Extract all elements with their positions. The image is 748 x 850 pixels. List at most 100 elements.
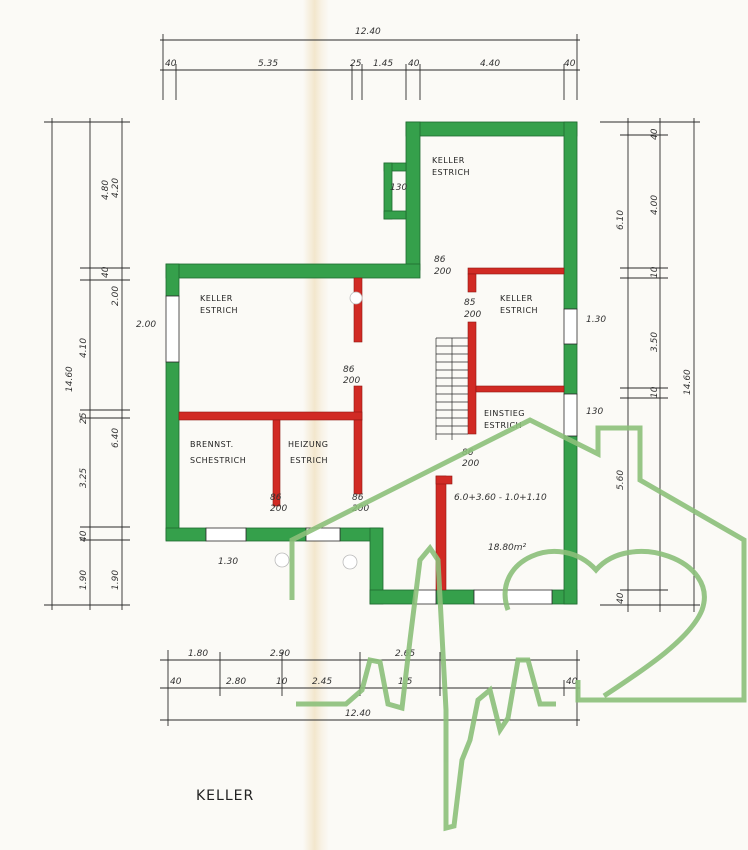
dim-right-b7: 5.60	[616, 470, 626, 490]
room-1-line1: KELLER	[432, 156, 465, 165]
interior-walls	[178, 267, 565, 591]
dim-left-a4: 2.00	[111, 286, 121, 306]
room-4-line2: SCHESTRICH	[190, 456, 246, 465]
paper-fold	[303, 0, 329, 850]
wall-north-main	[165, 263, 421, 279]
dim-bottom-r2a: 40	[170, 677, 182, 687]
wall-west-b	[165, 361, 180, 541]
plan-title: KELLER	[196, 788, 255, 804]
wall-niche-bottom	[383, 210, 407, 220]
wall-int-h4	[435, 475, 453, 485]
wall-int-v4a	[467, 273, 477, 293]
room-5-line1: HEIZUNG	[288, 440, 328, 449]
wall-int-h1	[178, 411, 363, 421]
door-5-height: 200	[352, 504, 369, 514]
dim-top-1: 40	[165, 59, 177, 69]
door-2-width: 86	[343, 365, 355, 375]
dim-top-7: 40	[564, 59, 576, 69]
dim-top-2: 5.35	[258, 59, 278, 69]
window-2-label: 130	[390, 183, 407, 193]
wall-int-v2	[272, 419, 281, 507]
wall-int-h3	[475, 385, 565, 393]
room-6-line1: EINSTIEG	[484, 409, 525, 418]
door-4-height: 200	[464, 310, 481, 320]
wall-int-h2	[467, 267, 565, 275]
left-dimension-lines	[44, 118, 130, 610]
window-3-label: 1.30	[586, 315, 606, 325]
dim-bottom-r1a: 1.80	[188, 649, 208, 659]
top-dimension-lines	[160, 34, 580, 100]
room-5-line2: ESTRICH	[290, 456, 328, 465]
dim-right-b5: 3.50	[650, 332, 660, 352]
dim-left-a9: 40	[79, 530, 89, 542]
dim-left-a8: 3.25	[79, 468, 89, 488]
dim-bottom-total: 12.40	[345, 709, 371, 719]
door-1-height: 200	[434, 267, 451, 277]
room-2-line1: KELLER	[200, 294, 233, 303]
dim-left-a10: 1.90	[79, 570, 89, 590]
right-dimension-lines	[600, 118, 700, 612]
markers	[274, 291, 363, 570]
dim-right-b2: 6.10	[616, 210, 626, 230]
dim-left-a3: 40	[101, 266, 111, 278]
door-annotations: 86 200 86 200 86 200 85 200 86 200 86 20…	[136, 183, 606, 567]
door-3-width: 86	[270, 493, 282, 503]
wall-east-lower	[563, 435, 578, 605]
dim-bottom-r2d: 2.45	[312, 677, 332, 687]
dim-right-total: 14.60	[683, 369, 693, 395]
wall-west-a	[165, 263, 180, 297]
window-5-label: 1.30	[218, 557, 238, 567]
dim-right-b1: 40	[650, 128, 660, 140]
door-6-height: 200	[462, 459, 479, 469]
wall-stair-pocket-bottom	[369, 589, 415, 605]
door-5-width: 86	[352, 493, 364, 503]
dim-bottom-r1b: 2.90	[270, 649, 290, 659]
dim-top-total: 12.40	[355, 27, 381, 37]
dim-left-total: 14.60	[65, 366, 75, 392]
dim-bottom-r2b: 2.80	[226, 677, 246, 687]
exterior-walls	[165, 121, 578, 605]
room-3-line2: ESTRICH	[500, 306, 538, 315]
wall-south-a	[165, 527, 207, 542]
dim-left-a11: 1.90	[111, 570, 121, 590]
windows	[165, 295, 578, 605]
dim-bottom-r2f: 40	[566, 677, 578, 687]
window-4-label: 130	[586, 407, 603, 417]
dim-left-a1: 4.80	[101, 180, 111, 200]
room-1-line2: ESTRICH	[432, 168, 470, 177]
wall-int-v3	[353, 419, 363, 495]
door-1-width: 86	[434, 255, 446, 265]
area-total: 18.80m²	[488, 543, 527, 553]
dim-top-4: 1.45	[373, 59, 393, 69]
dim-bottom-r1c: 2.65	[395, 649, 415, 659]
room-3-line1: KELLER	[500, 294, 533, 303]
dim-bottom-r2c: 10	[276, 677, 288, 687]
dim-top-6: 4.40	[480, 59, 500, 69]
window-1-label: 2.00	[136, 320, 156, 330]
dim-top-5: 40	[408, 59, 420, 69]
wall-int-v1	[353, 277, 363, 343]
room-2-line2: ESTRICH	[200, 306, 238, 315]
stairs	[435, 337, 468, 440]
wall-east-mid	[563, 343, 578, 395]
door-2-height: 200	[343, 376, 360, 386]
wall-wing-west	[405, 121, 421, 271]
dim-top-3: 25	[350, 59, 362, 69]
dim-left-a5: 4.10	[79, 338, 89, 358]
dim-right-b6: 10	[650, 386, 660, 398]
door-3-height: 200	[270, 504, 287, 514]
wall-north-wing	[405, 121, 578, 137]
door-4-width: 85	[464, 298, 476, 308]
dim-left-a2: 4.20	[111, 178, 121, 198]
dim-right-b4: 10	[650, 266, 660, 278]
area-calculation: 6.0+3.60 - 1.0+1.10	[454, 493, 547, 503]
dim-right-b8: 40	[616, 592, 626, 604]
dim-right-b3: 4.00	[650, 195, 660, 215]
dim-left-a6: 25	[79, 412, 89, 424]
wall-east-upper	[563, 121, 578, 310]
room-6-line2: ESTRICH	[484, 421, 522, 430]
wall-int-v4	[467, 321, 477, 435]
room-4-line1: BRENNST.	[190, 440, 234, 449]
dim-left-a7: 6.40	[111, 428, 121, 448]
